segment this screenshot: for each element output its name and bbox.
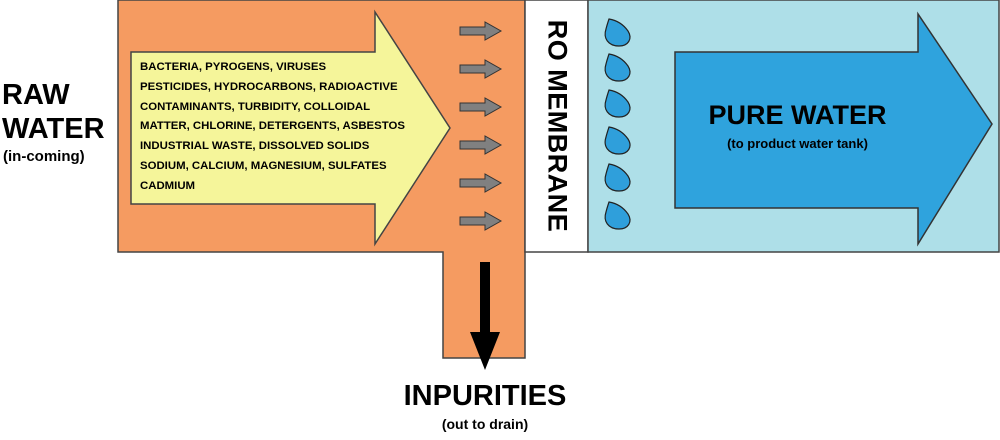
small-right-arrow-icon — [459, 21, 503, 41]
contaminant-line: INDUSTRIAL WASTE, DISSOLVED SOLIDS — [140, 140, 370, 153]
pure-water-title: PURE WATER — [708, 100, 887, 130]
water-droplet-icon — [604, 18, 631, 47]
contaminant-line: CADMIUM — [140, 179, 196, 192]
flow-arrows — [459, 21, 503, 231]
raw-water-title-line1: RAW — [2, 79, 70, 111]
contaminant-list: BACTERIA, PYROGENS, VIRUSES PESTICIDES, … — [140, 58, 440, 197]
water-droplet-icon — [604, 163, 631, 192]
small-right-arrow-icon — [459, 135, 503, 155]
pure-water-subtitle: (to product water tank) — [727, 136, 868, 151]
droplets — [604, 18, 631, 230]
contaminant-arrow — [130, 9, 451, 247]
water-droplet-icon — [604, 201, 631, 230]
raw-water-title-line2: WATER — [2, 113, 105, 145]
down-arrow-icon — [470, 262, 500, 370]
membrane-label: RO MEMBRANE — [542, 19, 573, 233]
small-right-arrow-icon — [459, 97, 503, 117]
membrane-label-box: RO MEMBRANE — [526, 0, 588, 252]
contaminant-line: SODIUM, CALCIUM, MAGNESIUM, SULFATES — [140, 159, 387, 172]
contaminant-line: CONTAMINANTS, TURBIDITY, COLLOIDAL — [140, 100, 371, 113]
water-droplet-icon — [604, 53, 631, 82]
contaminant-line: BACTERIA, PYROGENS, VIRUSES — [140, 61, 327, 73]
water-droplet-icon — [604, 126, 631, 155]
raw-water-subtitle: (in-coming) — [3, 148, 85, 165]
impurities-title: INPURITIES — [403, 380, 567, 412]
pure-water-arrow — [674, 11, 993, 247]
ro-membrane — [524, 0, 589, 253]
small-right-arrow-icon — [459, 59, 503, 79]
small-right-arrow-icon — [459, 173, 503, 193]
small-right-arrow-icon — [459, 211, 503, 231]
water-droplet-icon — [604, 89, 631, 118]
contaminant-line: PESTICIDES, HYDROCARBONS, RADIOACTIVE — [140, 80, 398, 93]
impurities-subtitle: (out to drain) — [441, 416, 529, 432]
contaminant-line: MATTER, CHLORINE, DETERGENTS, ASBESTOS — [140, 120, 405, 133]
raw-water-title: RAW WATER — [2, 78, 105, 146]
